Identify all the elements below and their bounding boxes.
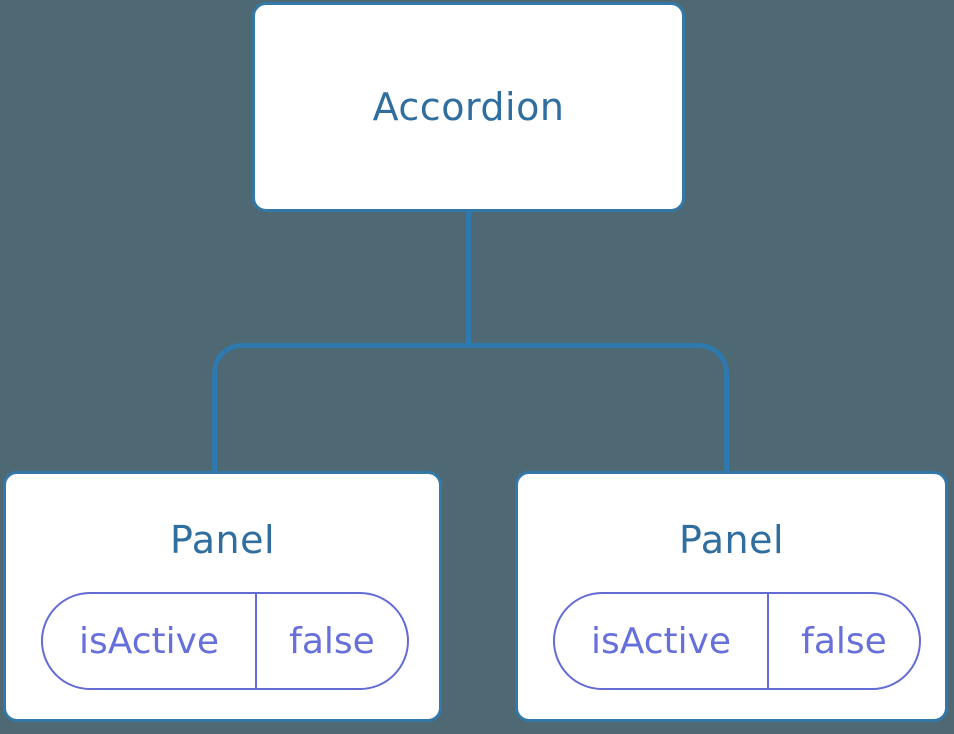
state-value: false bbox=[801, 620, 887, 662]
panel-component-box-right: Panel isActive false bbox=[515, 471, 948, 722]
state-value: false bbox=[289, 620, 375, 662]
panel-component-label: Panel bbox=[678, 518, 784, 562]
children-bracket-connector bbox=[212, 343, 729, 471]
state-pill: isActive false bbox=[41, 592, 409, 690]
root-connector-line bbox=[466, 212, 471, 345]
panel-component-label: Panel bbox=[169, 518, 275, 562]
state-key: isActive bbox=[43, 594, 257, 688]
root-component-label: Accordion bbox=[372, 85, 565, 129]
panel-component-box-left: Panel isActive false bbox=[3, 471, 442, 722]
state-pill: isActive false bbox=[553, 592, 921, 690]
root-component-box: Accordion bbox=[252, 2, 685, 212]
state-key: isActive bbox=[555, 594, 769, 688]
